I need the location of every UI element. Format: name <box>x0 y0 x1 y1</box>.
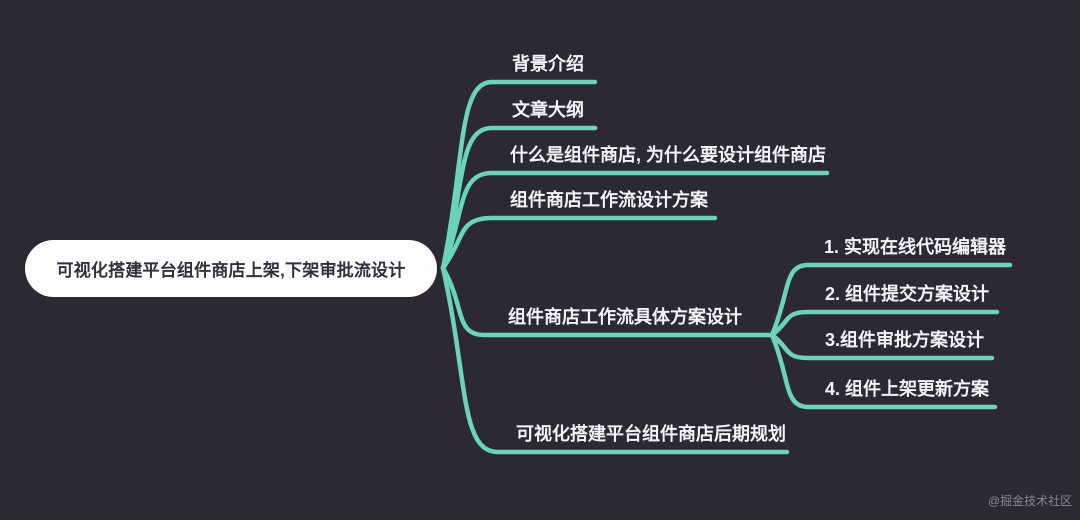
branch-connector-future-planning <box>440 265 790 455</box>
branch-connector-article-outline <box>440 125 598 271</box>
node-component-update-plan[interactable]: 4. 组件上架更新方案 <box>825 379 990 399</box>
branch-connector-workflow-detailed-design <box>440 265 775 338</box>
node-what-is-component-store[interactable]: 什么是组件商店, 为什么要设计组件商店 <box>510 145 827 165</box>
node-component-approval-design[interactable]: 3.组件审批方案设计 <box>825 330 985 350</box>
watermark: @掘金技术社区 <box>988 494 1073 508</box>
child-connector-component-submit-design <box>769 309 1000 338</box>
child-connector-online-code-editor <box>769 262 1013 338</box>
node-online-code-editor[interactable]: 1. 实现在线代码编辑器 <box>824 237 1007 257</box>
branch-connector-what-is-component-store <box>440 170 830 271</box>
branch-connector-workflow-design-plan <box>440 215 718 271</box>
node-article-outline[interactable]: 文章大纲 <box>512 100 584 120</box>
node-workflow-detailed-design[interactable]: 组件商店工作流具体方案设计 <box>508 307 742 327</box>
child-connector-component-update-plan <box>769 332 998 410</box>
node-workflow-design-plan[interactable]: 组件商店工作流设计方案 <box>510 190 708 210</box>
node-background-intro[interactable]: 背景介绍 <box>512 54 584 74</box>
root-node[interactable]: 可视化搭建平台组件商店上架,下架审批流设计 <box>25 240 437 297</box>
node-future-planning[interactable]: 可视化搭建平台组件商店后期规划 <box>516 424 786 444</box>
node-component-submit-design[interactable]: 2. 组件提交方案设计 <box>825 284 990 304</box>
child-connector-component-approval-design <box>769 332 995 361</box>
